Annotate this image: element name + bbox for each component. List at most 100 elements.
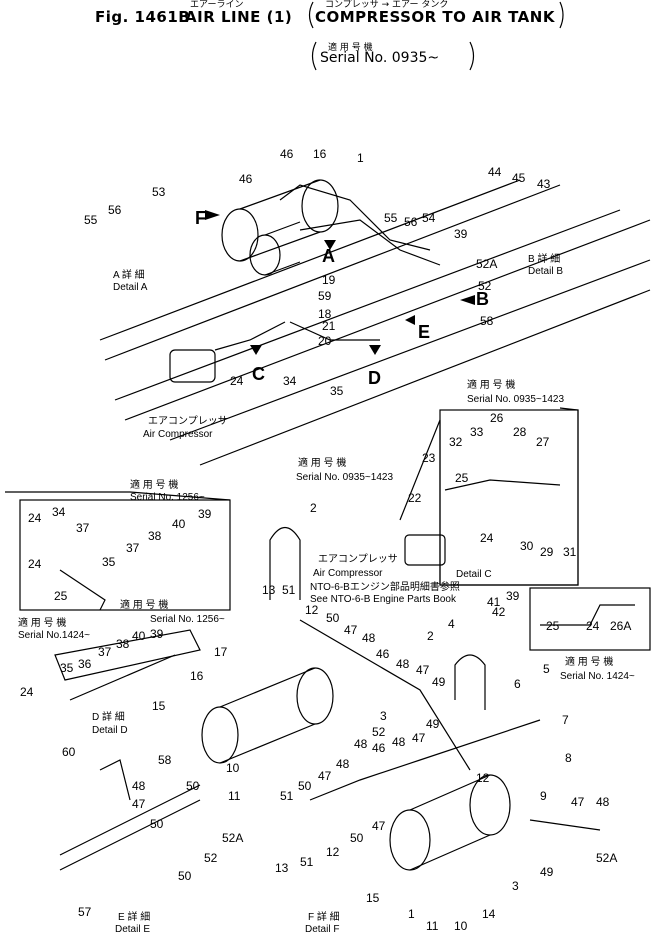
callout: 47 [571, 795, 585, 809]
serial-c: Serial No. 0935~1423 [467, 394, 564, 405]
callout: 47 [132, 797, 146, 811]
callout: 49 [426, 717, 440, 731]
letter-C: C [252, 364, 265, 384]
callout: 34 [52, 505, 66, 519]
callout: 12 [476, 771, 490, 785]
callout: 50 [178, 869, 192, 883]
callout: 23 [422, 451, 436, 465]
callout: 53 [152, 185, 166, 199]
callout: 38 [148, 529, 162, 543]
callout: 54 [422, 211, 436, 225]
callout: 43 [537, 177, 551, 191]
callout: 39 [506, 589, 520, 603]
callout: 19 [322, 273, 336, 287]
callout: 30 [520, 539, 534, 553]
callout: 5 [543, 662, 550, 676]
serial-mid: Serial No. 0935~1423 [296, 472, 393, 483]
callout: 15 [152, 699, 166, 713]
callout: 46 [280, 147, 294, 161]
jp-serial: 適 用 号 機 [328, 43, 373, 53]
applic-jp-mid: 適 用 号 機 [298, 456, 346, 469]
callout: 2 [427, 629, 434, 643]
air-comp2-jp: エアコンプレッサ [318, 553, 398, 565]
ntc: See NTO-6-B Engine Parts Book [310, 594, 457, 605]
callout: 50 [298, 779, 312, 793]
callout: 39 [454, 227, 468, 241]
callout: 58 [158, 753, 172, 767]
callout: 1 [408, 907, 415, 921]
air-comp2: Air Compressor [313, 568, 383, 579]
detail-d-jp: D 詳 細 [92, 710, 125, 723]
detail-e-jp: E 詳 細 [118, 910, 150, 923]
callout: 31 [563, 545, 577, 559]
callout: 26 [490, 411, 504, 425]
callout: 22 [408, 491, 422, 505]
callout: 47 [416, 663, 430, 677]
callout: 50 [326, 611, 340, 625]
callout: 41 [487, 595, 501, 609]
callout: 27 [536, 435, 550, 449]
callout: 12 [326, 845, 340, 859]
callout: 55 [84, 213, 98, 227]
callout: 38 [116, 637, 130, 651]
callout: 50 [150, 817, 164, 831]
applic-jp-1256b: 適 用 号 機 [120, 598, 168, 611]
serial-range: Serial No. 0935~ [320, 50, 440, 66]
serial-1256a: Serial No. 1256~ [130, 492, 205, 503]
callout: 24 [20, 685, 34, 699]
callout: 26A [610, 619, 631, 633]
callout: 44 [488, 165, 502, 179]
callout: 12 [305, 603, 319, 617]
callout: 48 [354, 737, 368, 751]
callout: 52A [476, 257, 497, 271]
callout: 3 [512, 879, 519, 893]
callout: 13 [275, 861, 289, 875]
callout: 47 [344, 623, 358, 637]
callout: 51 [300, 855, 314, 869]
callout: 48 [396, 657, 410, 671]
callout: 37 [126, 541, 140, 555]
applic-jp-1256a: 適 用 号 機 [130, 478, 178, 491]
callout: 8 [565, 751, 572, 765]
callout: 48 [392, 735, 406, 749]
callout: 7 [562, 713, 569, 727]
callout: 3 [380, 709, 387, 723]
detail-f: Detail F [305, 924, 339, 935]
callout: 2 [310, 501, 317, 515]
callout: 24 [28, 557, 42, 571]
callout: 46 [372, 741, 386, 755]
detail-b-jp: B 詳 細 [528, 252, 560, 265]
callout: 29 [540, 545, 554, 559]
jp-air-line: エアーライン [190, 0, 244, 10]
callout: 42 [492, 605, 506, 619]
callout: 35 [102, 555, 116, 569]
applic-jp-1424a: 適 用 号 機 [18, 616, 66, 629]
callout: 50 [186, 779, 200, 793]
air-line-title: AIR LINE (1) [185, 8, 293, 26]
callout: 47 [372, 819, 386, 833]
callout: 9 [540, 789, 547, 803]
callout: 48 [336, 757, 350, 771]
callout: 49 [432, 675, 446, 689]
callout: 28 [513, 425, 527, 439]
callout: 52 [478, 279, 492, 293]
callout: 55 [384, 211, 398, 225]
callout: 46 [376, 647, 390, 661]
callout: 48 [132, 779, 146, 793]
callout: 37 [76, 521, 90, 535]
callout: 48 [362, 631, 376, 645]
callout: 56 [404, 215, 418, 229]
callout: 33 [470, 425, 484, 439]
detail-c: Detail C [456, 569, 492, 580]
callout: 25 [54, 589, 68, 603]
serial-1256b: Serial No. 1256~ [150, 614, 225, 625]
applic-jp-c: 適 用 号 機 [467, 378, 515, 391]
callout: 24 [480, 531, 494, 545]
callout: 1 [357, 151, 364, 165]
callout: 39 [198, 507, 212, 521]
callout: 35 [60, 661, 74, 675]
callout: 32 [449, 435, 463, 449]
callout: 52 [204, 851, 218, 865]
callout: 48 [596, 795, 610, 809]
